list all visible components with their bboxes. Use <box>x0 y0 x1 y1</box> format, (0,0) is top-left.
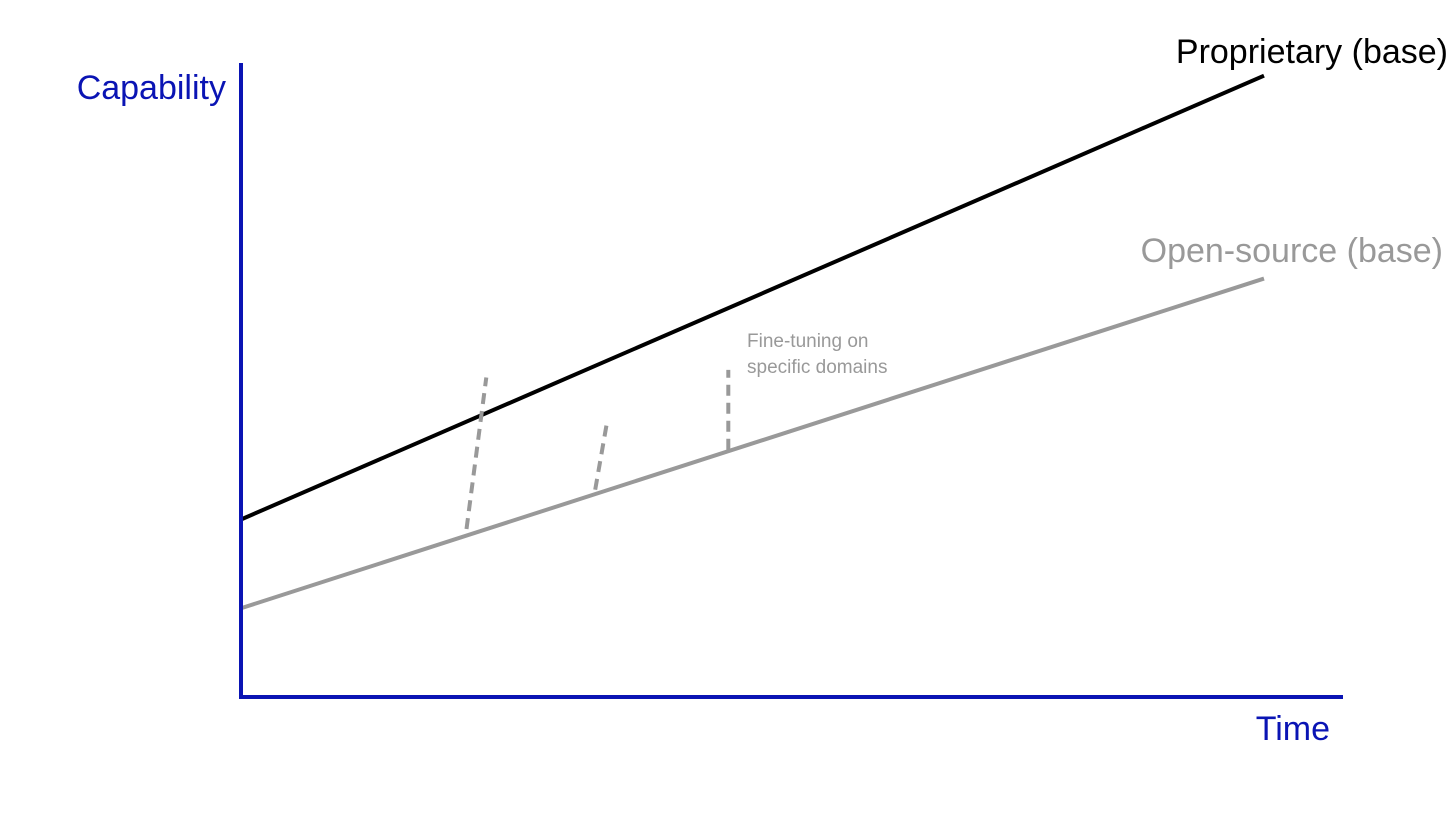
annotation-line-2: specific domains <box>747 357 887 378</box>
series-line-open-source <box>240 276 1265 611</box>
y-axis-title: Capability <box>77 69 226 107</box>
x-axis-title: Time <box>1256 710 1330 748</box>
series-label-proprietary: Proprietary (base) <box>1176 33 1448 71</box>
series-label-open-source: Open-source (base) <box>1141 232 1443 270</box>
annotation-line-1: Fine-tuning on <box>747 331 868 352</box>
fine-tuning-marker-1 <box>464 377 489 530</box>
series-line-proprietary <box>240 73 1265 522</box>
fine-tuning-marker-2 <box>593 420 610 491</box>
